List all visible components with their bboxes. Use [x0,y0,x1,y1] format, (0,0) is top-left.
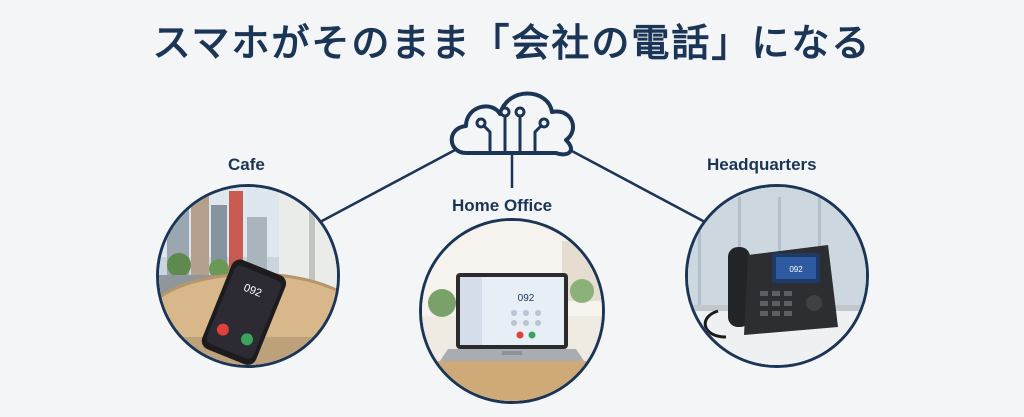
home-office-photo: 092 [419,218,605,404]
home-screen-number: 092 [518,293,535,304]
cafe-label: Cafe [228,155,265,174]
home-office-label: Home Office [452,196,553,215]
hq-screen-number: 092 [789,265,803,274]
page-title: スマホがそのまま「会社の電話」になる [152,21,872,65]
cafe-photo: 092 [156,184,340,368]
headquarters-label: Headquarters [707,155,817,174]
headquarters-photo: 092 [685,184,869,368]
cloud-network-icon [449,91,575,157]
connector-line-cafe [319,148,456,224]
connector-line-hq [569,148,706,224]
